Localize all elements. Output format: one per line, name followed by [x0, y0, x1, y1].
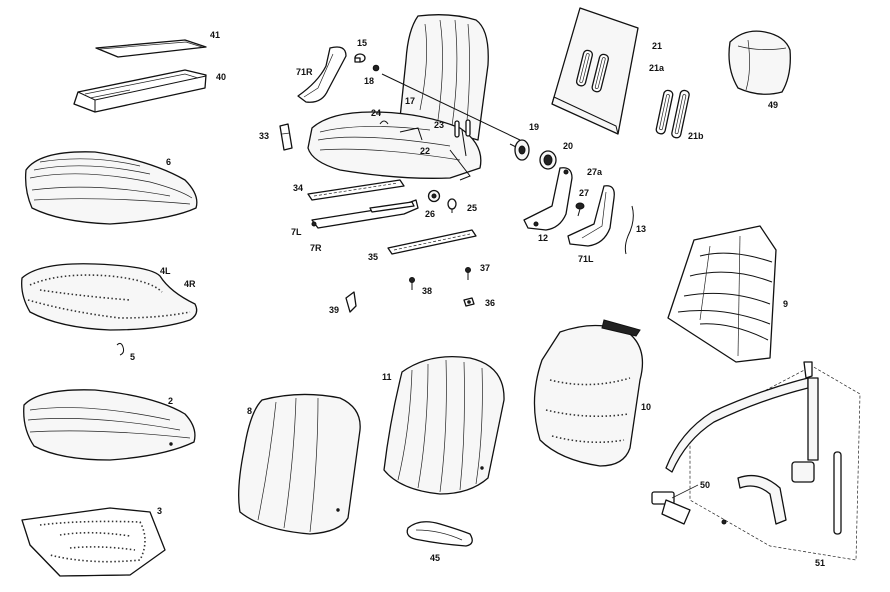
label-13: 13 [636, 224, 646, 234]
part-35-rail [387, 229, 477, 255]
part-45-handle [406, 521, 473, 547]
label-40: 40 [216, 72, 226, 82]
label-19: 19 [529, 122, 539, 132]
label-17: 17 [405, 96, 415, 106]
part-6-cushion-cover [24, 151, 198, 225]
part-71r-bracket [297, 46, 347, 103]
label-20: 20 [563, 141, 573, 151]
part-49-headrest [728, 30, 791, 95]
part-4-foam-cushion [21, 263, 198, 331]
label-11: 11 [382, 372, 392, 382]
label-49: 49 [768, 100, 778, 110]
label-4r: 4R [184, 279, 196, 289]
label-51: 51 [815, 558, 825, 568]
part-2-cushion [23, 389, 196, 461]
part-34-slide-rail [307, 179, 405, 201]
label-3: 3 [157, 506, 162, 516]
part-13-wire [624, 205, 634, 255]
label-21b: 21b [688, 131, 704, 141]
part-36-nut [463, 297, 475, 307]
part-11-backrest-cover [383, 355, 505, 495]
part-25-bolt [447, 198, 457, 213]
label-10: 10 [641, 402, 651, 412]
part-8-back-cover [238, 393, 361, 535]
label-15: 15 [357, 38, 367, 48]
part-26-nut [427, 189, 441, 203]
part-71l-bracket [567, 185, 615, 247]
label-21a: 21a [649, 63, 665, 73]
label-39: 39 [329, 305, 339, 315]
part-19-wheel [509, 139, 530, 161]
part-33-latch [279, 123, 293, 151]
label-26: 26 [425, 209, 435, 219]
part-5-clip [116, 342, 125, 356]
label-34: 34 [293, 183, 303, 193]
label-25: 25 [467, 203, 477, 213]
label-18: 18 [364, 76, 374, 86]
part-10-foam-back [533, 319, 644, 467]
part-21-back-panel [551, 7, 639, 135]
part-labels: 41 40 6 4L 4R 5 2 3 71R 15 18 17 24 33 2… [130, 30, 825, 568]
label-22: 22 [420, 146, 430, 156]
label-27a: 27a [587, 167, 603, 177]
label-9: 9 [783, 299, 788, 309]
part-20-wheel [539, 150, 557, 170]
label-6: 6 [166, 157, 171, 167]
part-17-rod [381, 73, 521, 141]
label-33: 33 [259, 131, 269, 141]
leader-lines [671, 484, 699, 499]
part-17-seat-backrest [399, 14, 489, 141]
part-38-bolt [409, 277, 415, 290]
part-seat-base [307, 111, 482, 181]
label-37: 37 [480, 263, 490, 273]
part-23-lever [454, 119, 471, 138]
part-12-bracket [523, 167, 573, 231]
label-21: 21 [652, 41, 662, 51]
label-45: 45 [430, 553, 440, 563]
label-4l: 4L [160, 266, 171, 276]
label-24: 24 [371, 108, 381, 118]
label-2: 2 [168, 396, 173, 406]
label-27: 27 [579, 188, 589, 198]
part-15-knob [354, 53, 366, 63]
label-8: 8 [247, 406, 252, 416]
label-7r: 7R [310, 243, 322, 253]
label-38: 38 [422, 286, 432, 296]
label-71l: 71L [578, 254, 594, 264]
label-35: 35 [368, 252, 378, 262]
label-36: 36 [485, 298, 495, 308]
part-39-clip [345, 291, 357, 313]
label-12: 12 [538, 233, 548, 243]
part-40-tray [73, 69, 207, 113]
label-5: 5 [130, 352, 135, 362]
part-27-screw [575, 202, 585, 217]
label-7l: 7L [291, 227, 302, 237]
part-50-seat-belt [651, 361, 861, 561]
label-41: 41 [210, 30, 220, 40]
label-50: 50 [700, 480, 710, 490]
part-3-seat-pan [21, 507, 166, 577]
part-9-spring-frame [667, 225, 777, 363]
part-7-rails [311, 199, 419, 229]
label-71r: 71R [296, 67, 313, 77]
label-23: 23 [434, 120, 444, 130]
part-41-pad [95, 39, 207, 58]
part-37-bolt [465, 267, 471, 280]
part-21b-trims [655, 89, 690, 139]
part-18-washer [372, 64, 380, 72]
